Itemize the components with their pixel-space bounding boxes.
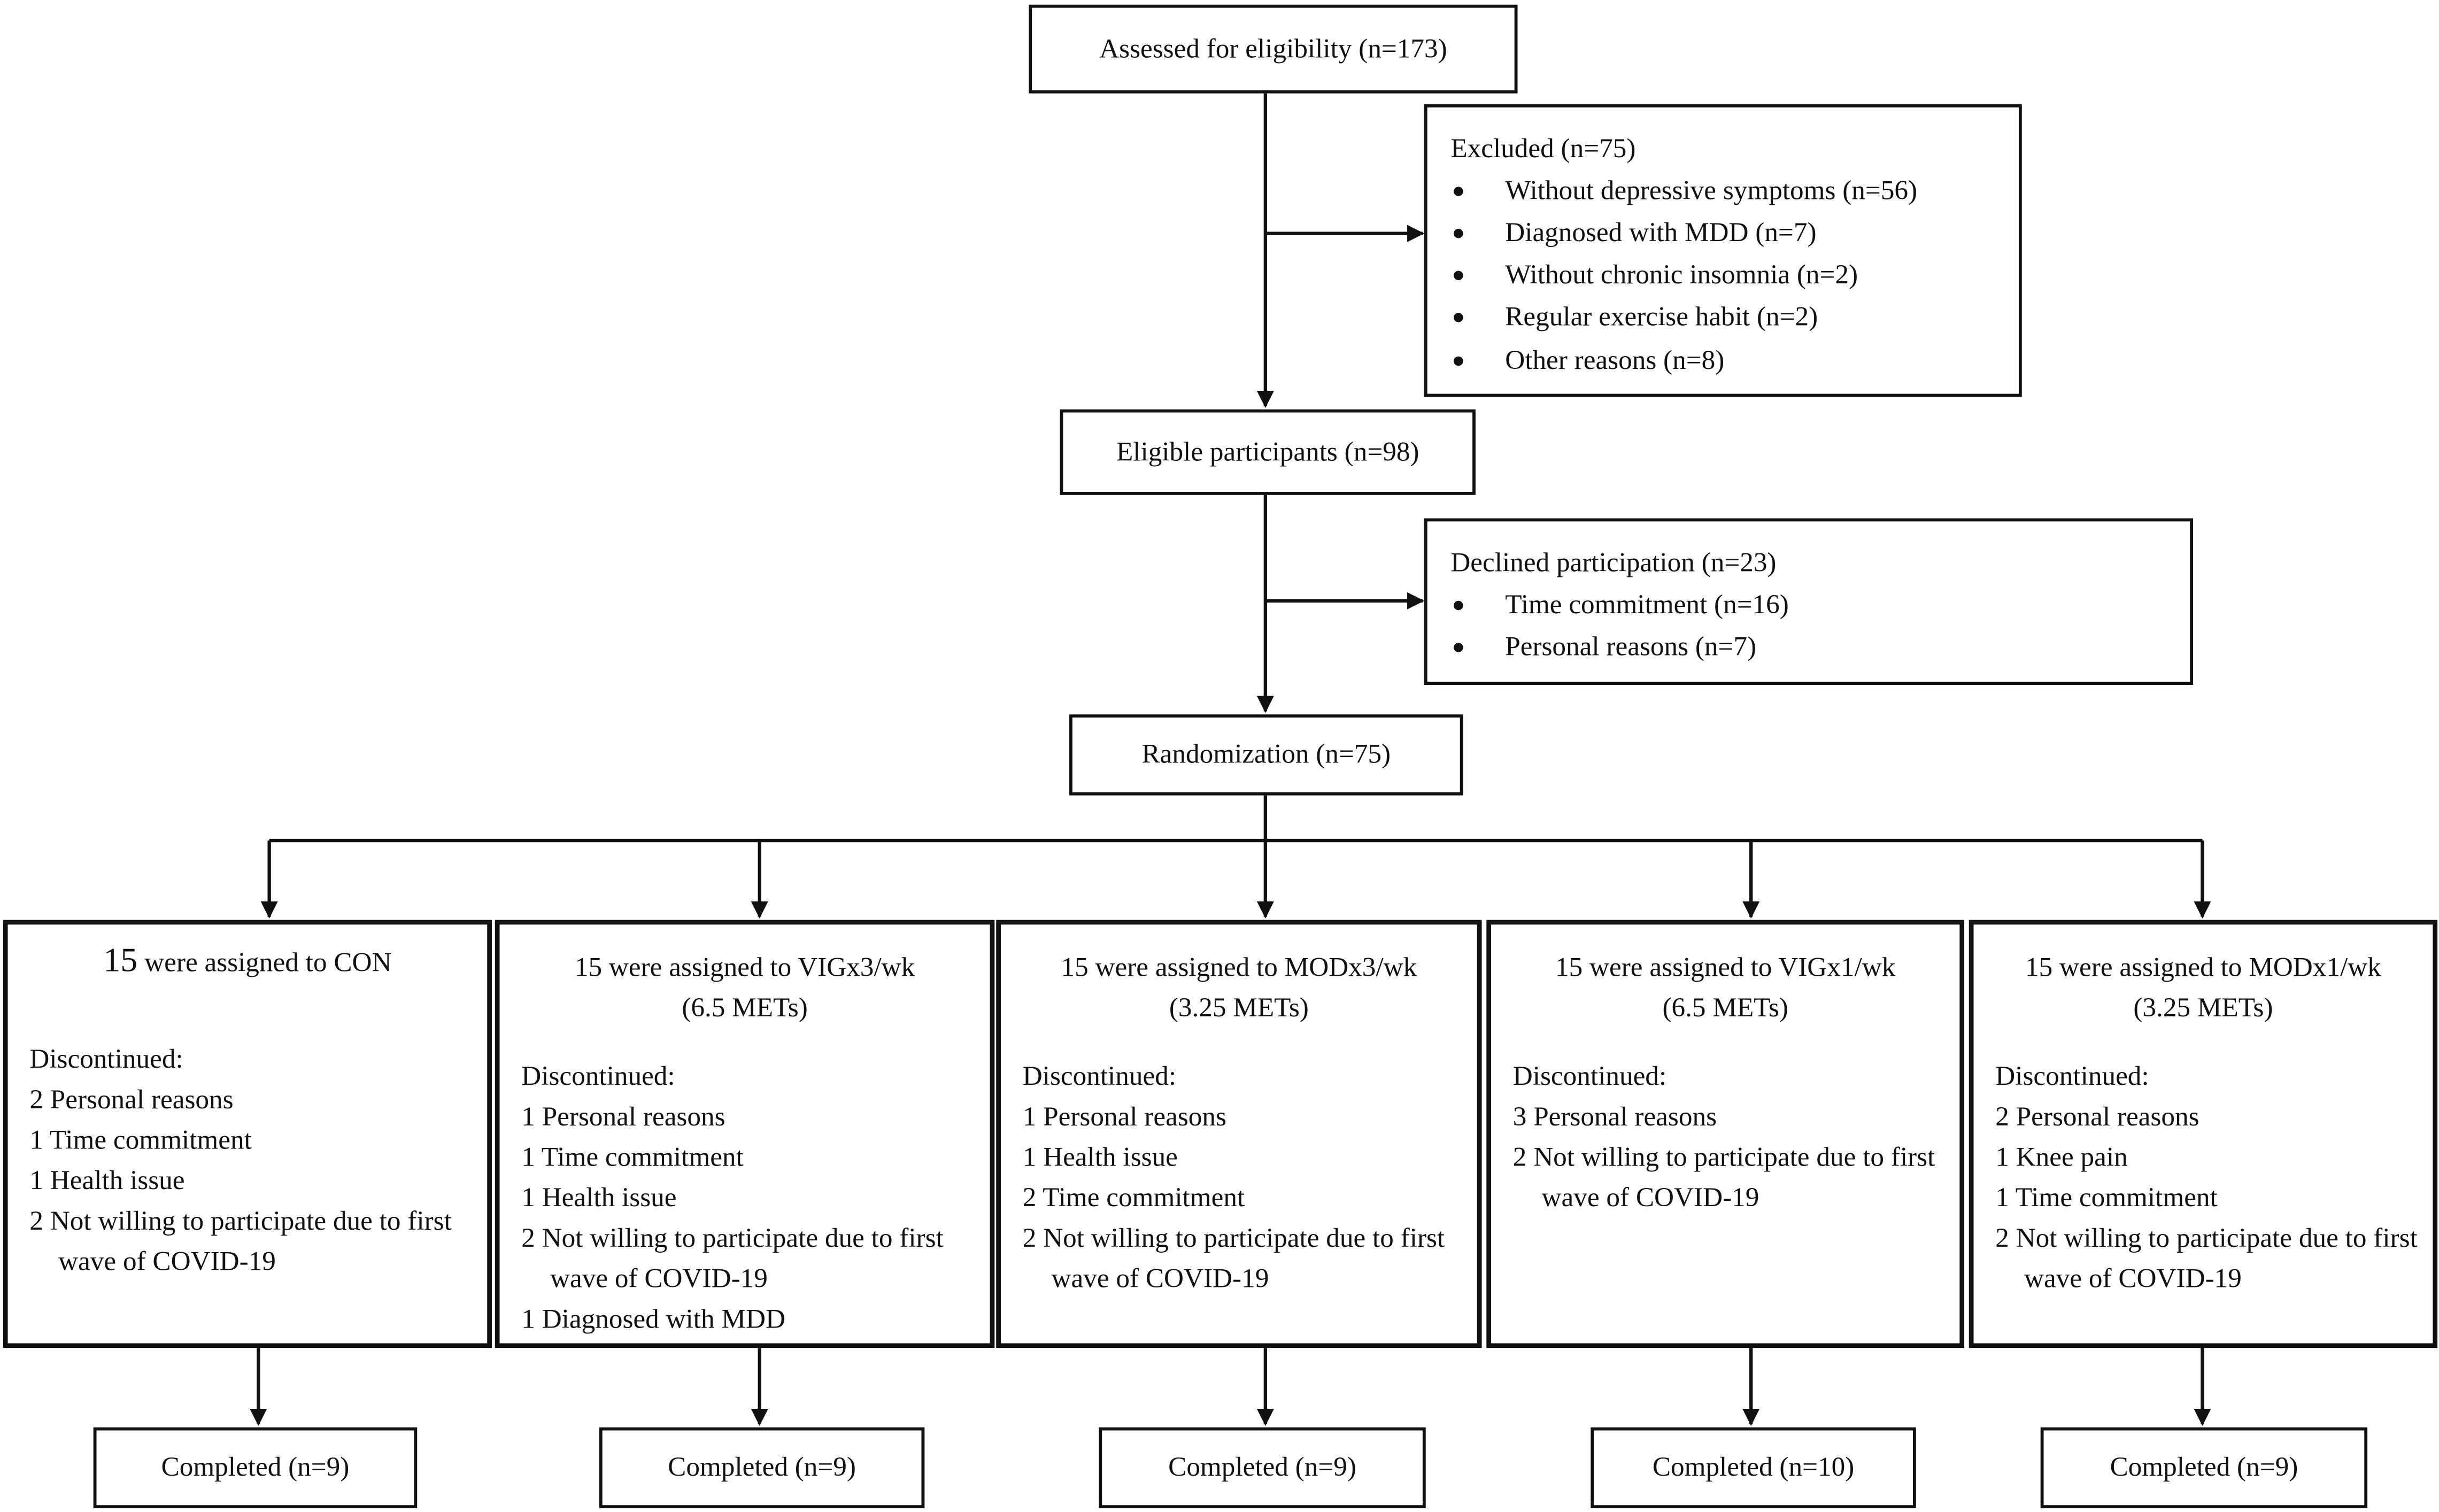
excluded-item: Without chronic insomnia (n=2) xyxy=(1450,259,2019,291)
excluded-item: Other reasons (n=8) xyxy=(1450,343,2019,376)
arm-box-mod1: 15 were assigned to MODx1/wk (3.25 METs)… xyxy=(1969,920,2438,1348)
discontinued-reason: 2 Not willing to participate due to firs… xyxy=(29,1205,452,1277)
declined-box: Declined participation (n=23) Time commi… xyxy=(1424,518,2194,685)
randomization-box: Randomization (n=75) xyxy=(1069,714,1463,796)
arm-title: 15 were assigned to MODx1/wk (3.25 METs) xyxy=(1974,946,2433,1027)
randomization-label: Randomization (n=75) xyxy=(1141,738,1391,770)
assessed-label: Assessed for eligibility (n=173) xyxy=(1099,32,1447,64)
arm-assigned: were assigned to VIGx1/wk xyxy=(1589,951,1896,983)
completed-box-vig1: Completed (n=10) xyxy=(1591,1427,1916,1509)
arm-mets: (3.25 METs) xyxy=(2133,991,2273,1023)
completed-box-mod3: Completed (n=9) xyxy=(1099,1427,1426,1509)
arm-box-mod3: 15 were assigned to MODx3/wk (3.25 METs)… xyxy=(996,920,1482,1348)
arm-assigned: were assigned to CON xyxy=(144,946,392,978)
arm-count: 15 xyxy=(2025,951,2053,983)
completed-label: Completed (n=9) xyxy=(161,1451,350,1483)
arm-title: 15 were assigned to VIGx3/wk (6.5 METs) xyxy=(500,946,990,1027)
arm-box-vig1: 15 were assigned to VIGx1/wk (6.5 METs) … xyxy=(1486,920,1965,1348)
discontinued-reason: 2 Personal reasons xyxy=(1995,1100,2199,1132)
discontinued-section: Discontinued: 1 Personal reasons 1 Time … xyxy=(500,1055,990,1339)
completed-box-vig3: Completed (n=9) xyxy=(599,1427,925,1509)
completed-label: Completed (n=10) xyxy=(1652,1451,1855,1483)
completed-box-con: Completed (n=9) xyxy=(93,1427,418,1509)
arm-title: 15 were assigned to MODx3/wk (3.25 METs) xyxy=(1001,946,1477,1027)
discontinued-reason: 2 Time commitment xyxy=(1022,1181,1245,1213)
excluded-item: Without depressive symptoms (n=56) xyxy=(1450,174,2019,207)
excluded-list: Without depressive symptoms (n=56) Diagn… xyxy=(1450,174,2019,376)
arm-count: 15 xyxy=(1061,951,1089,983)
arm-assigned: were assigned to VIGx3/wk xyxy=(608,951,915,983)
discontinued-section: Discontinued: 3 Personal reasons 2 Not w… xyxy=(1491,1055,1959,1217)
discontinued-reason: 2 Not willing to participate due to firs… xyxy=(1022,1222,1445,1294)
discontinued-reason: 1 Health issue xyxy=(1022,1140,1178,1172)
discontinued-section: Discontinued: 2 Personal reasons 1 Knee … xyxy=(1974,1055,2433,1298)
arm-count: 15 xyxy=(103,940,138,979)
excluded-item: Regular exercise habit (n=2) xyxy=(1450,301,2019,334)
discontinued-reason: 3 Personal reasons xyxy=(1512,1100,1717,1132)
discontinued-label: Discontinued: xyxy=(29,1043,183,1074)
declined-item: Time commitment (n=16) xyxy=(1450,589,2190,621)
discontinued-reason: 1 Time commitment xyxy=(521,1140,744,1172)
discontinued-reason: 1 Knee pain xyxy=(1995,1140,2128,1172)
completed-label: Completed (n=9) xyxy=(2110,1451,2298,1483)
discontinued-reason: 1 Personal reasons xyxy=(1022,1100,1226,1132)
discontinued-reason: 1 Health issue xyxy=(29,1164,185,1195)
excluded-item: Diagnosed with MDD (n=7) xyxy=(1450,217,2019,249)
declined-title: Declined participation (n=23) xyxy=(1450,546,1777,578)
eligible-box: Eligible participants (n=98) xyxy=(1060,409,1476,495)
eligible-label: Eligible participants (n=98) xyxy=(1116,435,1419,467)
discontinued-reason: 2 Not willing to participate due to firs… xyxy=(521,1222,944,1294)
arm-title: 15 were assigned to CON xyxy=(8,940,488,982)
arm-mets: (6.5 METs) xyxy=(682,991,808,1023)
discontinued-reason: 1 Diagnosed with MDD xyxy=(521,1302,785,1334)
discontinued-section: Discontinued: 2 Personal reasons 1 Time … xyxy=(8,1038,488,1281)
discontinued-reason: 1 Health issue xyxy=(521,1181,677,1213)
discontinued-reason: 1 Time commitment xyxy=(1995,1181,2218,1213)
completed-box-mod1: Completed (n=9) xyxy=(2040,1427,2368,1509)
arm-title: 15 were assigned to VIGx1/wk (6.5 METs) xyxy=(1491,946,1959,1027)
arm-assigned: were assigned to MODx3/wk xyxy=(1095,951,1417,983)
discontinued-label: Discontinued: xyxy=(1995,1060,2149,1091)
arm-mets: (6.5 METs) xyxy=(1662,991,1788,1023)
declined-item: Personal reasons (n=7) xyxy=(1450,631,2190,664)
arm-count: 15 xyxy=(1555,951,1583,983)
assessed-box: Assessed for eligibility (n=173) xyxy=(1029,4,1518,94)
discontinued-section: Discontinued: 1 Personal reasons 1 Healt… xyxy=(1001,1055,1477,1298)
discontinued-reason: 1 Time commitment xyxy=(29,1123,252,1155)
declined-list: Time commitment (n=16) Personal reasons … xyxy=(1450,589,2190,664)
discontinued-label: Discontinued: xyxy=(1512,1060,1667,1091)
completed-label: Completed (n=9) xyxy=(668,1451,856,1483)
excluded-title: Excluded (n=75) xyxy=(1450,132,1636,164)
arm-count: 15 xyxy=(574,951,603,983)
arm-assigned: were assigned to MODx1/wk xyxy=(2059,951,2381,983)
completed-label: Completed (n=9) xyxy=(1168,1451,1356,1483)
discontinued-reason: 1 Personal reasons xyxy=(521,1100,725,1132)
discontinued-reason: 2 Personal reasons xyxy=(29,1083,234,1115)
excluded-box: Excluded (n=75) Without depressive sympt… xyxy=(1424,104,2022,397)
arm-box-vig3: 15 were assigned to VIGx3/wk (6.5 METs) … xyxy=(495,920,995,1348)
discontinued-label: Discontinued: xyxy=(521,1060,675,1091)
discontinued-reason: 2 Not willing to participate due to firs… xyxy=(1995,1222,2418,1294)
arm-mets: (3.25 METs) xyxy=(1169,991,1309,1023)
discontinued-reason: 2 Not willing to participate due to firs… xyxy=(1512,1140,1935,1213)
arm-box-con: 15 were assigned to CON Discontinued: 2 … xyxy=(3,920,492,1348)
discontinued-label: Discontinued: xyxy=(1022,1060,1177,1091)
